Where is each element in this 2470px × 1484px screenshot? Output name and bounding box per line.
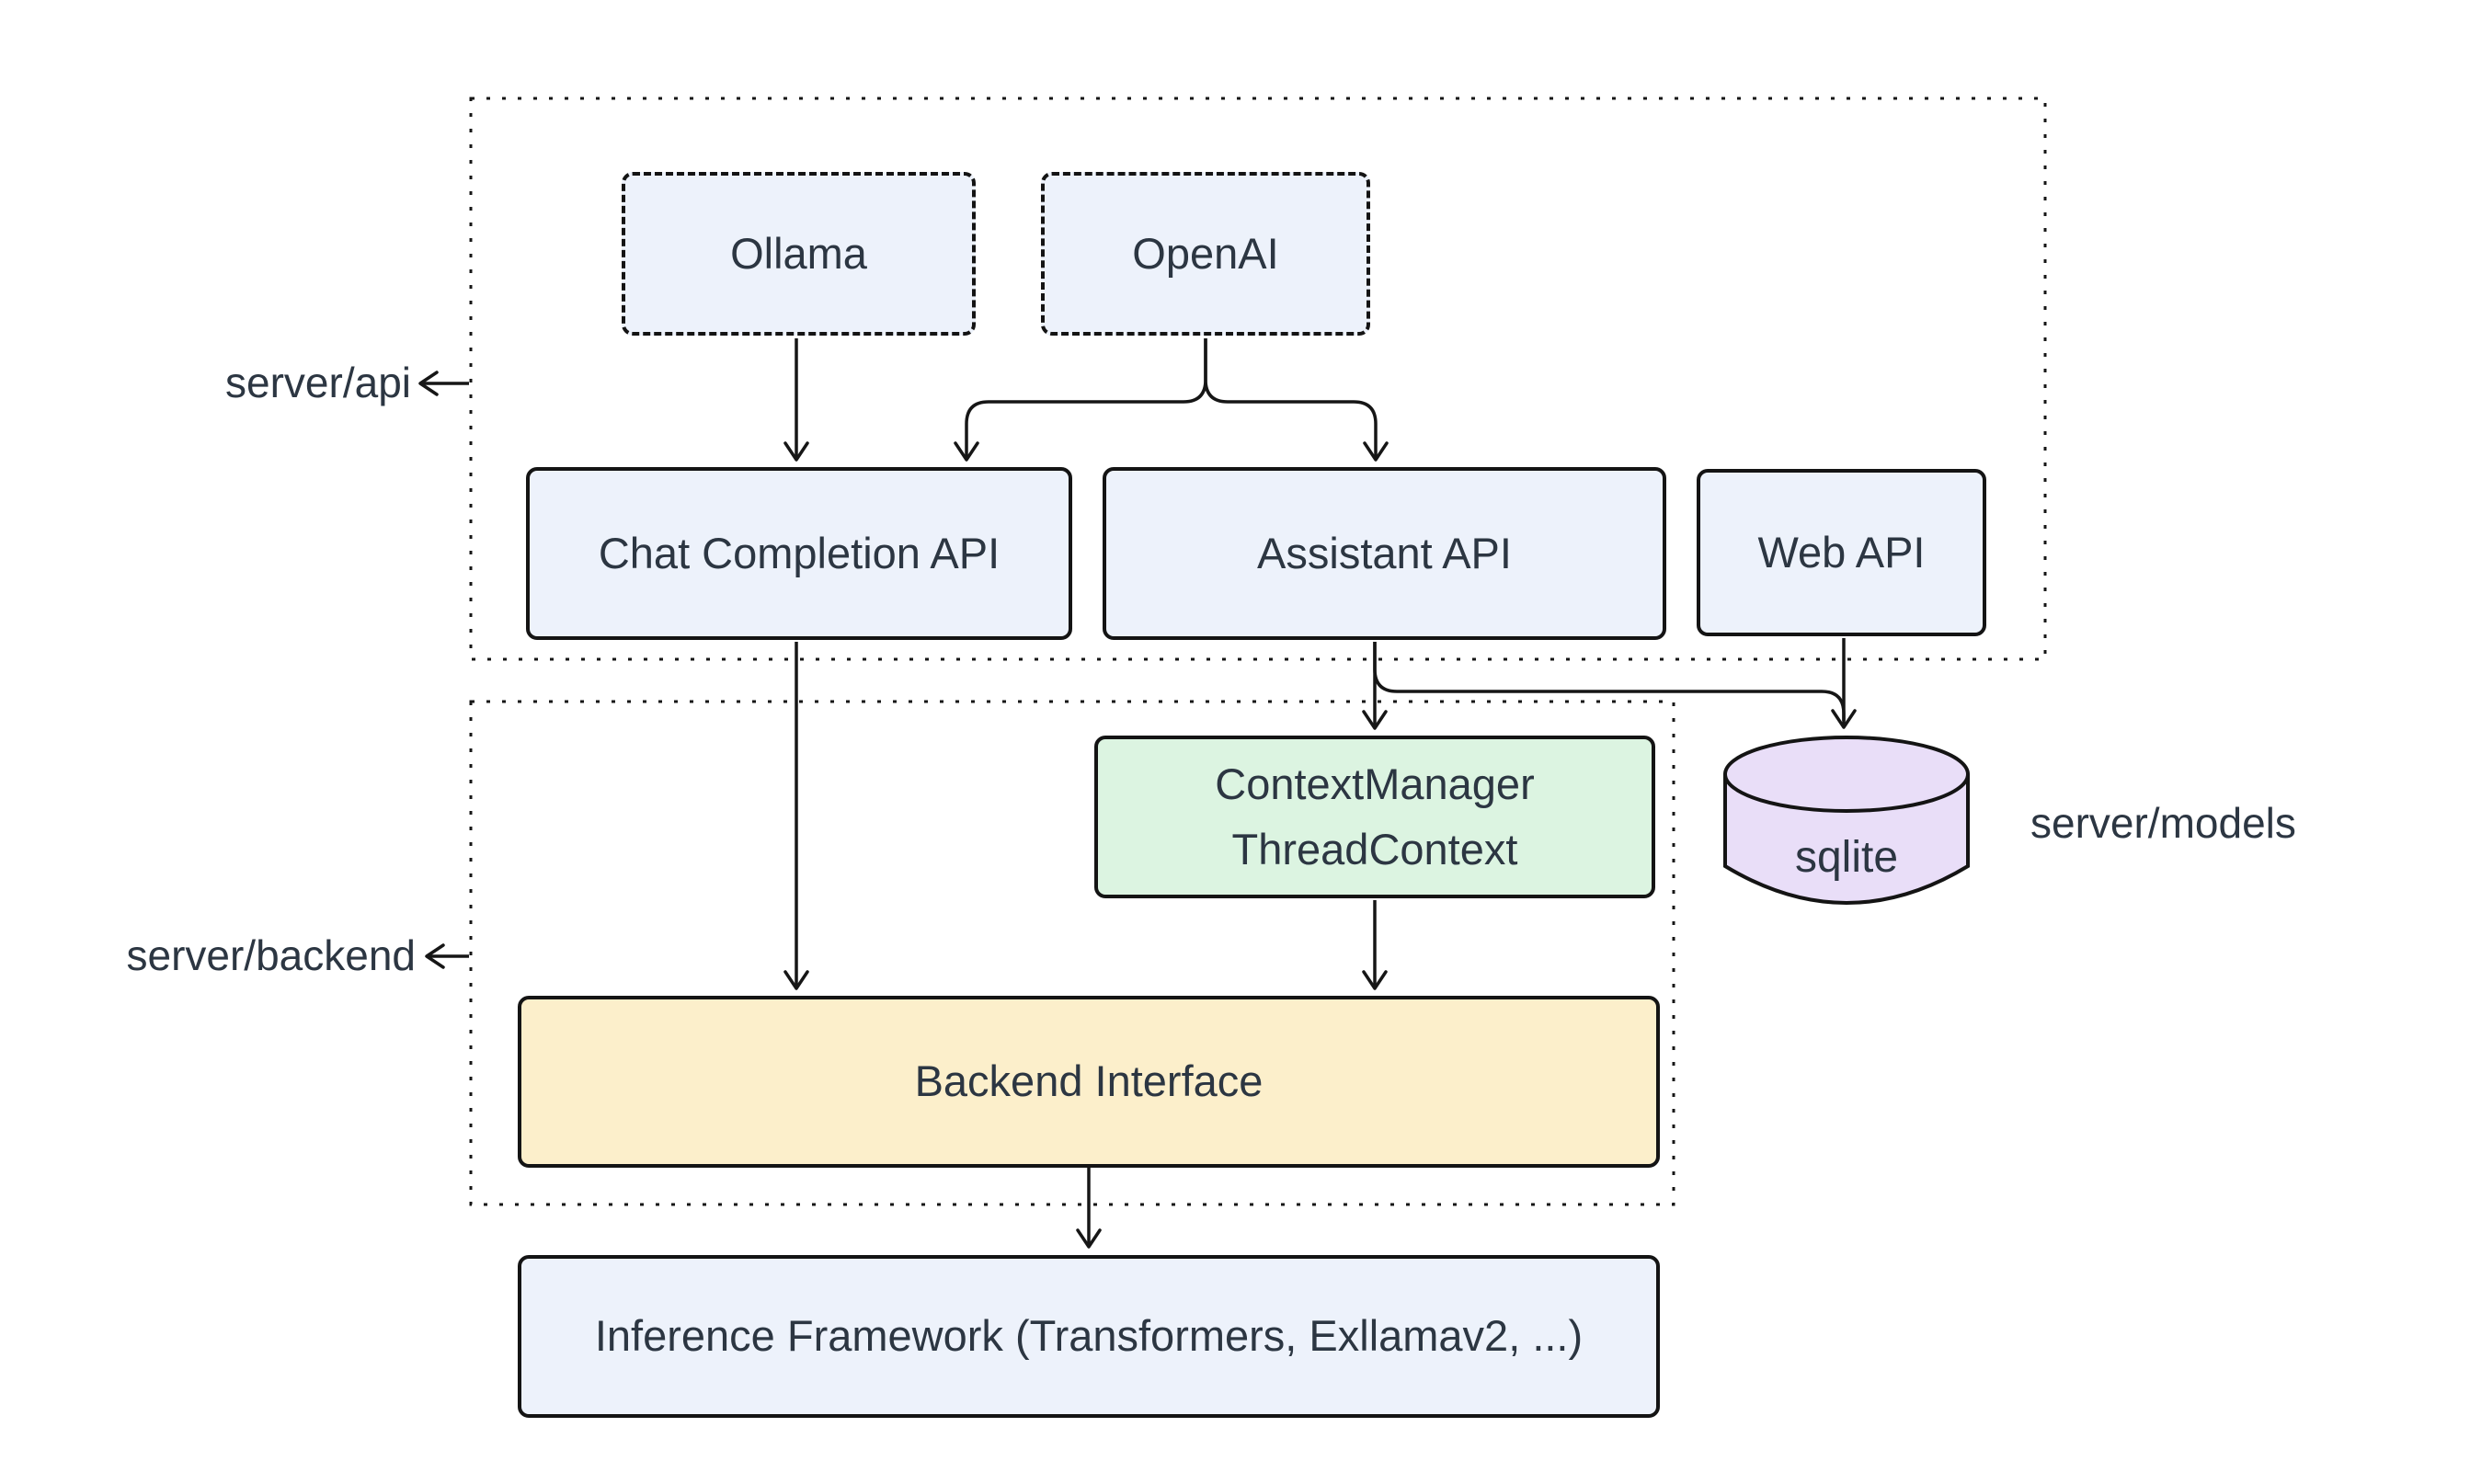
edge-openai-to-assistant bbox=[1204, 338, 1389, 462]
node-ollama: Ollama bbox=[622, 172, 976, 336]
sqlite-database-node: sqlite bbox=[1723, 736, 1970, 905]
edge-openai-to-chat-completion bbox=[954, 338, 1207, 462]
node-backend-interface: Backend Interface bbox=[518, 996, 1660, 1168]
node-web-api-label: Web API bbox=[1757, 527, 1926, 576]
edge-assistant-to-sqlite bbox=[1373, 642, 1846, 721]
node-assistant-api-label: Assistant API bbox=[1257, 528, 1512, 577]
node-openai: OpenAI bbox=[1041, 172, 1370, 336]
node-ollama-label: Ollama bbox=[730, 228, 867, 278]
node-web-api: Web API bbox=[1697, 469, 1986, 636]
node-assistant-api: Assistant API bbox=[1103, 467, 1666, 640]
server-models-label: server/models bbox=[2030, 799, 2296, 847]
node-chat-completion-api: Chat Completion API bbox=[526, 467, 1072, 640]
server-api-container-border bbox=[469, 97, 2047, 661]
sqlite-cylinder-top bbox=[1723, 736, 1970, 813]
server-backend-container-border bbox=[469, 700, 1675, 1206]
node-context-manager-line1: ContextManager bbox=[1215, 759, 1535, 808]
node-openai-label: OpenAI bbox=[1132, 228, 1279, 278]
sqlite-label: sqlite bbox=[1795, 833, 1898, 882]
node-backend-interface-label: Backend Interface bbox=[914, 1056, 1264, 1106]
node-context-manager: ContextManager ThreadContext bbox=[1094, 736, 1655, 898]
server-backend-label: server/backend bbox=[126, 931, 417, 979]
node-chat-completion-api-label: Chat Completion API bbox=[598, 528, 1001, 577]
node-context-manager-line2: ThreadContext bbox=[1231, 824, 1518, 873]
server-api-label: server/api bbox=[225, 359, 411, 406]
node-inference-framework: Inference Framework (Transformers, Exlla… bbox=[518, 1255, 1660, 1418]
node-inference-framework-label: Inference Framework (Transformers, Exlla… bbox=[594, 1311, 1584, 1361]
